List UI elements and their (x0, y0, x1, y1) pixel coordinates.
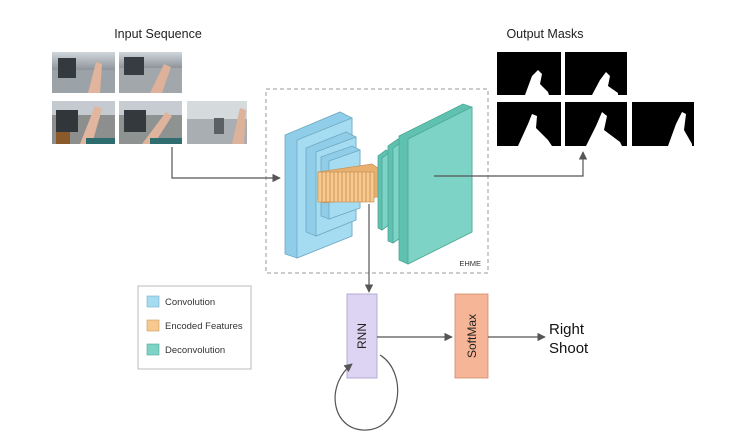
output-masks-title: Output Masks (506, 27, 583, 41)
output-mask (632, 102, 694, 146)
output-mask (497, 102, 561, 146)
softmax-label: SoftMax (465, 314, 479, 358)
legend-swatch-convolution (146, 295, 160, 308)
softmax-block (454, 293, 489, 379)
rnn-recurrent-loop (334, 354, 399, 431)
ehme-module-label: EHME (459, 259, 481, 268)
legend-label-deconvolution: Deconvolution (165, 345, 225, 356)
legend-label-convolution: Convolution (165, 297, 215, 308)
legend-swatch-deconvolution (146, 343, 160, 356)
output-mask (565, 52, 627, 95)
output-class-line2: Shoot (549, 340, 589, 357)
legend-swatch-encoded-features (146, 319, 160, 332)
output-masks (497, 52, 694, 146)
legend-item: Encoded Features (146, 319, 243, 332)
output-mask (497, 52, 561, 95)
encoded-features-stack (317, 163, 379, 204)
input-frame (52, 52, 115, 93)
input-frame (52, 101, 115, 144)
legend-label-encoded-features: Encoded Features (165, 321, 243, 332)
legend-item: Convolution (146, 295, 215, 308)
input-frame (119, 52, 182, 93)
legend-item: Deconvolution (146, 343, 225, 356)
input-sequence-title: Input Sequence (114, 27, 202, 41)
output-mask (565, 102, 627, 146)
input-frame (119, 101, 182, 144)
input-frame (187, 101, 247, 144)
input-to-ehme-arrow (171, 147, 281, 183)
rnn-label: RNN (355, 323, 369, 349)
deconvolution-blocks (377, 103, 473, 265)
output-class-line1: Right (549, 321, 585, 338)
input-frames (52, 52, 247, 144)
ehme-to-output-arrow (434, 151, 588, 177)
legend: Convolution Encoded Features Deconvoluti… (137, 285, 252, 370)
